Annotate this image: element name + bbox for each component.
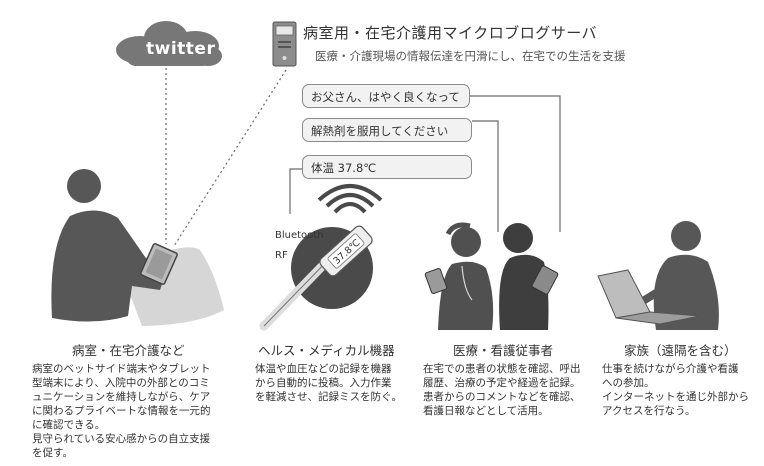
medical-staff-figures <box>424 222 559 330</box>
bubble-message-family: お父さん、はやく良くなって <box>302 84 470 108</box>
connector-lines <box>289 95 561 232</box>
heading-medical-staff: 医療・看護従事者 <box>453 343 554 358</box>
page-title: 病室用・在宅介護用マイクロブログサーバ <box>303 24 598 42</box>
bluetooth-label: Bluetooth <box>275 230 324 241</box>
heading-health-device: ヘルス・メディカル機器 <box>258 343 395 358</box>
connector-device <box>289 168 302 214</box>
thermometer-device: 37.8℃ <box>259 184 383 331</box>
rf-label: RF <box>275 250 288 261</box>
desc-health-device: 体温や血圧などの記録を機器 から自動的に投稿。入力作業 を軽減させ、記録ミスを防… <box>255 363 402 403</box>
heading-family: 家族（遠隔を含む） <box>624 343 737 358</box>
twitter-label: twitter <box>146 39 216 59</box>
desc-patient: 病室のベットサイド端末やタブレット 型端末により、入院中の外部とのコミ ュニケー… <box>32 363 211 459</box>
server-icon <box>272 21 297 67</box>
desc-family: 仕事を続けながら介護や看護 への参加。 インターネットを通じ外部から アクセスを… <box>602 363 749 417</box>
twitter-cloud-icon <box>116 21 222 66</box>
page-subtitle: 医療・介護現場の情報伝達を円滑にし、在宅での生活を支援 <box>315 49 626 63</box>
bubble-message-temperature: 体温 37.8℃ <box>302 155 472 179</box>
connector-family <box>470 95 561 232</box>
family-figure <box>597 221 719 330</box>
bubble-message-medical: 解熱剤を服用してください <box>302 118 472 142</box>
dotted-links <box>165 68 287 247</box>
connector-medical <box>472 120 499 232</box>
heading-patient: 病室・在宅介護など <box>72 343 185 358</box>
server-link <box>173 69 287 247</box>
desc-medical-staff: 在宅での患者の状態を確認、呼出 履歴、治療の予定や経過を記録。 患者からのコメン… <box>423 363 581 417</box>
patient-figure <box>51 169 224 326</box>
